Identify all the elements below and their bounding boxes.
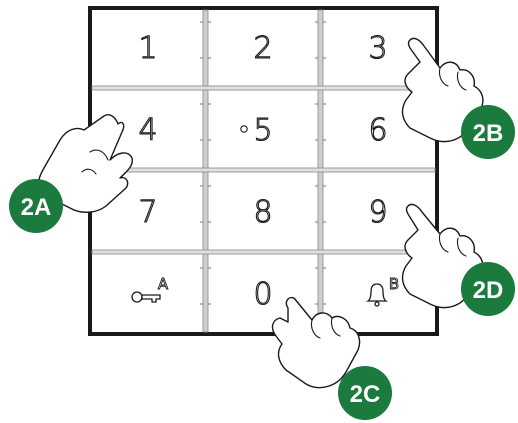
key-7-label: 7: [138, 195, 157, 230]
badge-2a: 2A: [9, 179, 63, 233]
badge-2c-label: 2C: [350, 381, 381, 408]
key-a-superscript: A: [158, 275, 169, 293]
key-8-label: 8: [253, 195, 272, 230]
badge-2b-label: 2B: [473, 120, 504, 147]
key-icon: [131, 291, 161, 303]
keypad-horizontal-dividers: [91, 85, 436, 255]
key-2-label: 2: [253, 31, 272, 66]
badge-2b: 2B: [461, 105, 515, 159]
hand-2a-illustration: [37, 114, 134, 213]
key-5-label: 5: [253, 113, 272, 148]
key-b-superscript: B: [389, 275, 399, 293]
key-0-label: 0: [253, 277, 272, 312]
badge-2a-label: 2A: [21, 194, 52, 221]
key-9-label: 9: [368, 195, 387, 230]
badge-2d-label: 2D: [473, 277, 504, 304]
badge-2d: 2D: [461, 262, 515, 316]
tactile-dot-icon: [240, 125, 248, 133]
hand-2c-illustration: [271, 296, 361, 389]
key-1-label: 1: [138, 31, 157, 66]
badge-2c: 2C: [338, 366, 392, 420]
key-3-label: 3: [368, 31, 387, 66]
key-4-label: 4: [138, 113, 157, 148]
bell-icon: [365, 283, 389, 307]
key-6-label: 6: [368, 113, 387, 148]
